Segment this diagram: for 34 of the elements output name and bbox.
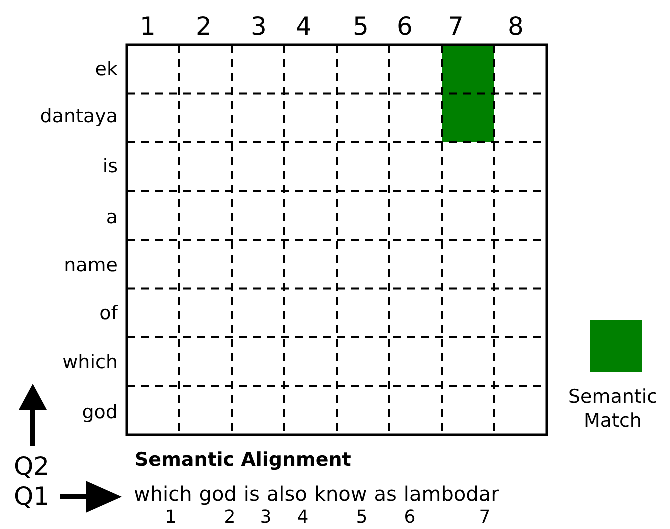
column-number: 2 [196,14,212,39]
query-word: as [374,484,397,504]
legend-text: Semantic Match [567,386,659,434]
row-word: which [62,354,118,372]
column-number: 5 [353,14,369,39]
word-index: 7 [479,509,491,527]
column-number: 7 [448,14,464,39]
row-word: name [64,256,118,276]
query-word: god [199,484,237,504]
title: Semantic Alignment [135,449,352,473]
row-word: a [106,208,118,228]
word-index: 1 [165,509,177,527]
column-number: 4 [296,14,312,39]
query-word: is [244,484,260,504]
query-word: which [134,484,192,504]
row-word: of [100,304,118,324]
column-number: 1 [140,14,156,39]
column-number: 6 [397,14,413,39]
query-label: Q1 [14,484,50,509]
query-label: Q2 [14,454,50,479]
word-index: 4 [297,509,309,527]
column-number: 8 [508,14,524,39]
query-word: lambodar [404,484,500,504]
row-word: ek [95,60,118,80]
word-index: 5 [356,509,368,527]
query-word: know [314,484,368,504]
word-index: 6 [404,509,416,527]
column-number: 3 [251,14,267,39]
row-word: dantaya [40,108,118,126]
row-word: is [102,158,118,176]
row-word: god [82,404,118,422]
word-index: 3 [260,509,272,527]
word-index: 2 [224,509,236,527]
query-word: also [266,484,308,504]
